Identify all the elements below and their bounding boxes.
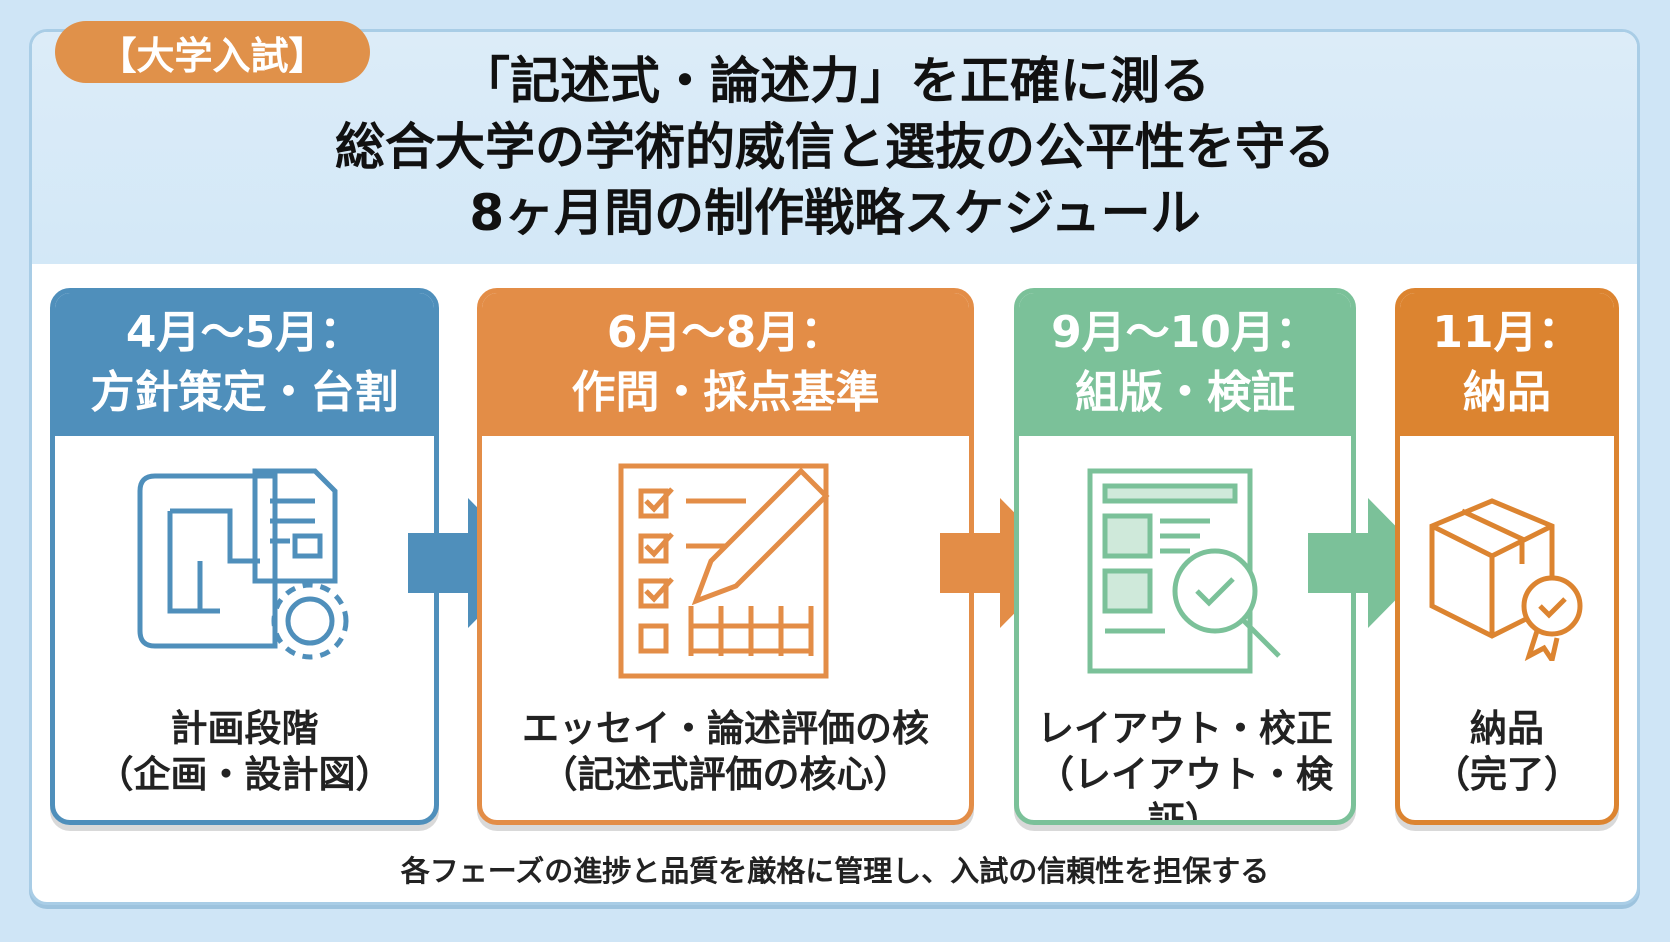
phase-label: レイアウト・校正 [1037, 707, 1333, 750]
phase-label: 計画段階 [170, 707, 319, 750]
box-award-icon [1400, 436, 1614, 706]
phase-sublabel: （企画・設計図） [96, 753, 393, 796]
title-line-3: 8ヶ月間の制作戦略スケジュール [469, 184, 1201, 242]
blueprint-gear-icon [55, 436, 434, 706]
arrow-right-icon [940, 498, 1064, 628]
arrow-right-icon [408, 498, 532, 628]
page-title: 「記述式・論述力」を正確に測る 総合大学の学術的威信と選抜の公平性を守る 8ヶ月… [0, 48, 1670, 246]
phase-name: 納品 [1463, 367, 1551, 418]
category-badge: 【大学入試】 [55, 21, 370, 83]
phase-period: 11月： [1432, 307, 1582, 358]
phase-header: 4月〜5月： 方針策定・台割 [55, 293, 434, 436]
phase-header: 6月〜8月： 作問・採点基準 [482, 293, 969, 436]
document-magnifier-icon [1019, 436, 1351, 706]
phase-period: 6月〜8月： [606, 307, 845, 358]
footer-note: 各フェーズの進捗と品質を厳格に管理し、入試の信頼性を担保する [400, 854, 1270, 888]
title-line-2: 総合大学の学術的威信と選抜の公平性を守る [335, 118, 1335, 176]
phase-card-4: 11月： 納品 納品 （完了） [1395, 288, 1619, 825]
phase-label: 納品 [1470, 707, 1544, 750]
phase-label: エッセイ・論述評価の核 [522, 707, 929, 750]
phase-card-3: 9月〜10月： 組版・検証 レイアウト・校正 （レイアウト・検証） [1014, 288, 1356, 825]
phase-period: 4月〜5月： [125, 307, 364, 358]
phase-card-2: 6月〜8月： 作問・採点基準 エッセイ・論述評価の核 （記述式評価の核心） [477, 288, 974, 825]
phase-header: 11月： 納品 [1400, 293, 1614, 436]
phase-name: 作問・採点基準 [571, 367, 880, 418]
phase-name: 組版・検証 [1075, 367, 1295, 418]
phase-card-1: 4月〜5月： 方針策定・台割 計画段階 （企画・設計図） [50, 288, 439, 825]
phase-sublabel: （記述式評価の核心） [540, 753, 911, 796]
phase-sublabel: （レイアウト・検証） [1037, 753, 1333, 825]
phase-period: 9月〜10月： [1051, 307, 1319, 358]
arrow-right-icon [1308, 498, 1432, 628]
phase-sublabel: （完了） [1433, 753, 1581, 796]
phase-name: 方針策定・台割 [90, 367, 399, 418]
title-line-1: 「記述式・論述力」を正確に測る [460, 52, 1210, 110]
checklist-pencil-icon [482, 436, 969, 706]
phase-header: 9月〜10月： 組版・検証 [1019, 293, 1351, 436]
